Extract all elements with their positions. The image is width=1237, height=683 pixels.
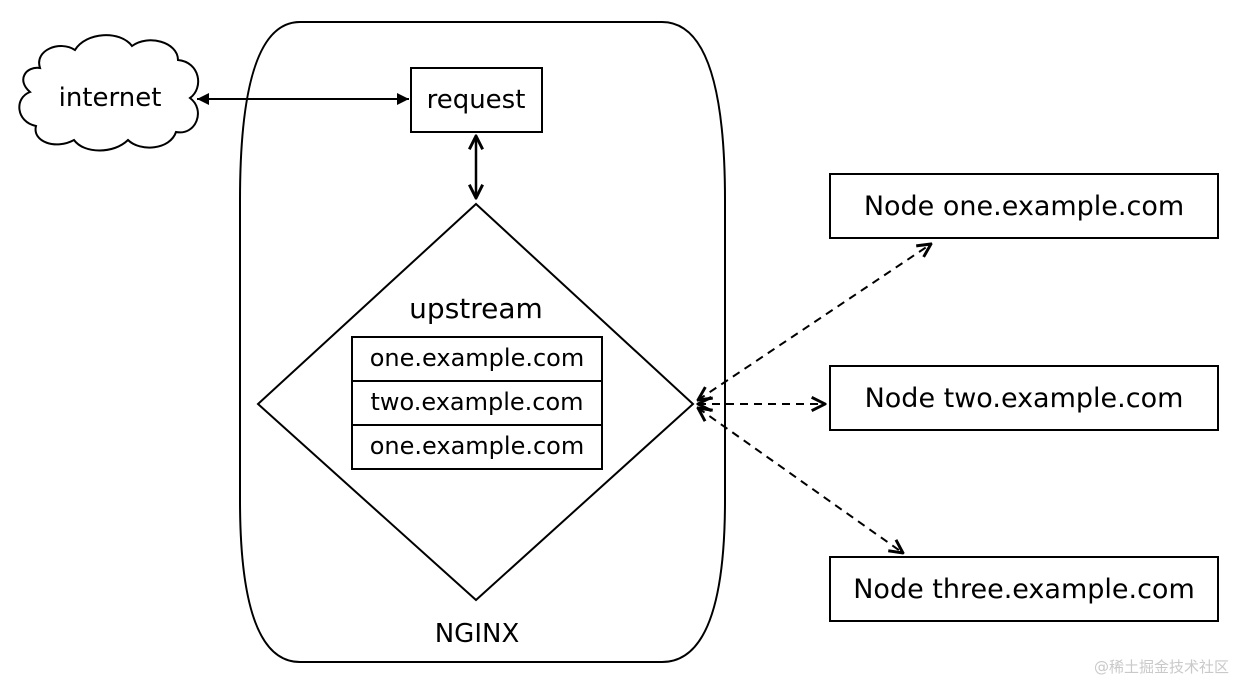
internet-cloud (18, 34, 199, 152)
node-three-box (829, 556, 1219, 622)
node-one-label: Node one.example.com (864, 191, 1184, 222)
node-three-label: Node three.example.com (853, 574, 1195, 605)
upstream-server-2: two.example.com (370, 388, 583, 416)
upstream-title: upstream (409, 292, 543, 325)
node-two-label: Node two.example.com (865, 383, 1184, 414)
internet-label: internet (59, 83, 162, 113)
watermark: @稀土掘金技术社区 (1093, 658, 1229, 676)
upstream-server-3: one.example.com (370, 432, 584, 460)
request-label: request (427, 85, 526, 115)
nginx-container (239, 21, 726, 663)
nginx-label: NGINX (435, 619, 520, 649)
request-box (410, 67, 543, 133)
upstream-server-1: one.example.com (370, 344, 584, 372)
upstream-server-list (351, 336, 603, 470)
node-one-box (829, 173, 1219, 239)
node-one-arrow (698, 244, 931, 400)
